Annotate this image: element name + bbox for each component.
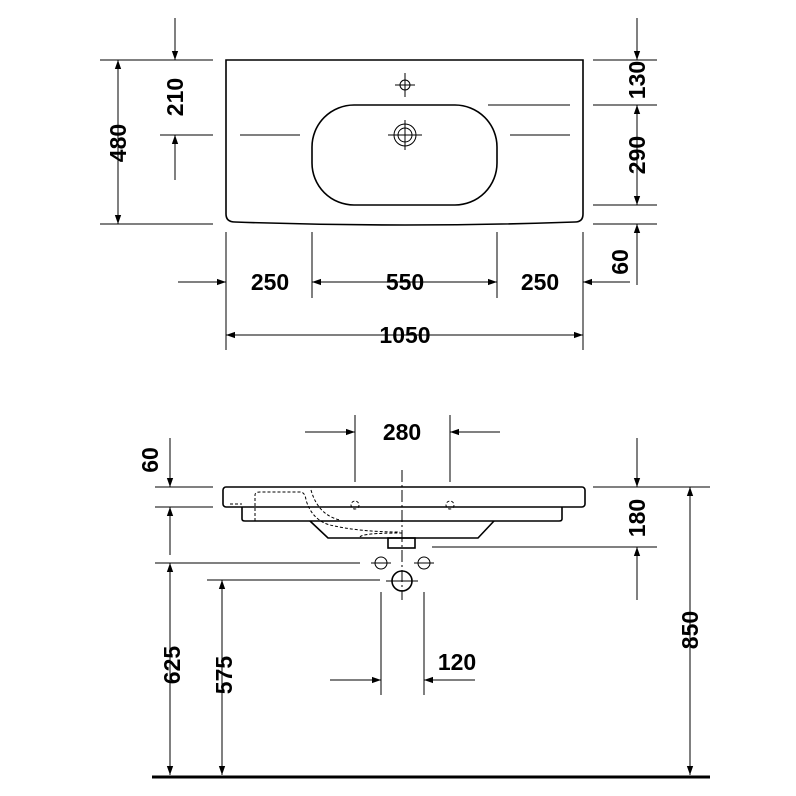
dim-625: 625	[159, 646, 185, 685]
dim-120: 120	[438, 649, 476, 675]
basin-slab	[222, 486, 586, 508]
dim-210: 210	[162, 78, 188, 116]
dim-575: 575	[211, 656, 237, 695]
bowl-outline	[311, 104, 498, 206]
dim-180: 180	[624, 499, 650, 537]
waste-outlet-icon	[386, 570, 418, 592]
dim-480: 480	[105, 124, 131, 162]
dim-60-top: 60	[607, 249, 633, 275]
dim-550: 550	[386, 269, 424, 295]
dim-1050: 1050	[379, 322, 430, 348]
dim-250-left: 250	[251, 269, 289, 295]
dim-60-side: 60	[137, 447, 163, 473]
basin-outline-top	[225, 59, 584, 226]
dim-130: 130	[624, 61, 650, 99]
side-view: 280 60 180 850 625 575 120	[137, 415, 710, 779]
top-view: 480 210 130 290 60 250 550 250 1050	[100, 18, 657, 350]
dim-290: 290	[624, 136, 650, 174]
drain-icon	[388, 120, 422, 150]
dim-850: 850	[677, 611, 703, 649]
supply-hole-right-icon	[414, 556, 434, 570]
supply-hole-left-icon	[371, 556, 391, 570]
dim-280: 280	[383, 419, 421, 445]
dim-250-right: 250	[521, 269, 559, 295]
tap-hole-icon	[395, 73, 415, 97]
